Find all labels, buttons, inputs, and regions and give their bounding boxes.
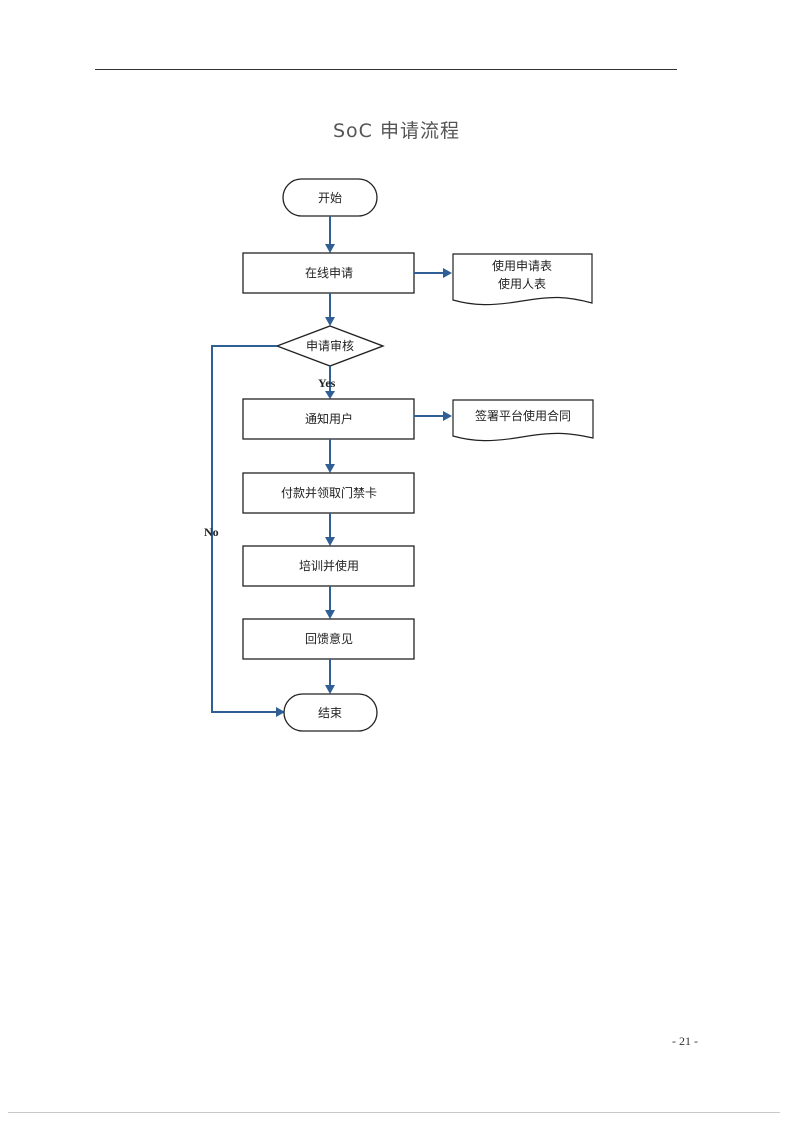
bottom-rule — [8, 1112, 780, 1113]
arrow-head — [325, 244, 335, 253]
apply-online-node: 在线申请 — [242, 252, 415, 294]
review-label: 申请审核 — [306, 338, 354, 353]
page-title: SoC 申请流程 — [333, 120, 460, 142]
no-label: No — [204, 525, 219, 539]
feedback-node: 回馈意见 — [242, 618, 415, 660]
arrow-head — [276, 707, 285, 717]
arrow-head — [325, 685, 335, 694]
end-node: 结束 — [283, 693, 378, 732]
page-number: - 21 - — [672, 1034, 698, 1048]
contract-doc: 签署平台使用合同 — [452, 399, 594, 442]
arrow-head — [325, 317, 335, 326]
contract-doc-label: 签署平台使用合同 — [475, 408, 571, 423]
edge-review-end-no — [211, 345, 277, 713]
apply-online-label: 在线申请 — [305, 266, 353, 280]
notify-user-node: 通知用户 — [242, 398, 415, 440]
arrow-head — [325, 391, 335, 399]
training-label: 培训并使用 — [299, 558, 359, 573]
arrow-head — [325, 610, 335, 619]
feedback-label: 回馈意见 — [305, 631, 353, 646]
top-rule — [95, 69, 677, 70]
apply-doc-line1: 使用申请表 — [492, 258, 552, 273]
application-forms-doc: 使用申请表 使用人表 — [452, 253, 593, 306]
arrow-head — [443, 268, 452, 278]
notify-label: 通知用户 — [305, 411, 353, 426]
pay-card-label: 付款并领取门禁卡 — [281, 485, 377, 500]
end-label: 结束 — [318, 706, 342, 720]
training-node: 培训并使用 — [242, 545, 415, 587]
yes-label: Yes — [318, 376, 336, 390]
start-label: 开始 — [318, 191, 342, 205]
arrow-head — [325, 537, 335, 546]
review-decision-node: 申请审核 — [275, 325, 385, 367]
pay-card-node: 付款并领取门禁卡 — [242, 472, 415, 514]
arrow-head — [443, 411, 452, 421]
apply-doc-line2: 使用人表 — [498, 276, 546, 291]
start-node: 开始 — [282, 178, 378, 217]
arrow-head — [325, 464, 335, 473]
